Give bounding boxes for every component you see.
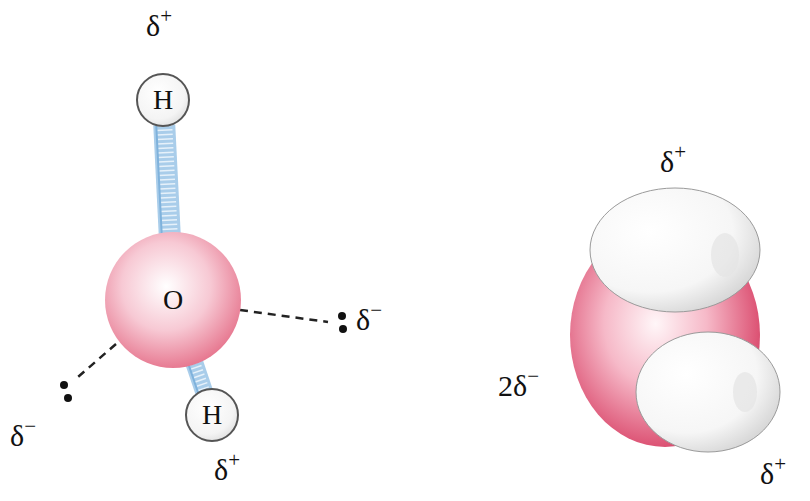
lone-pair: [240, 310, 347, 333]
partial-charge-label: δ+: [214, 448, 240, 488]
partial-charge-label: 2δ−: [498, 364, 539, 404]
partial-charge-label: δ+: [760, 452, 786, 492]
bond-rod: [189, 363, 204, 394]
partial-charge-label: δ−: [356, 298, 382, 338]
oxygen-atom: O: [105, 232, 241, 368]
bond-rod: [156, 125, 169, 235]
atom-symbol: H: [202, 401, 222, 429]
partial-charge-label: δ+: [660, 140, 686, 180]
hydrogen-atom: H: [185, 388, 239, 442]
partial-charge-label: δ−: [10, 414, 36, 454]
atom-symbol: O: [163, 286, 183, 314]
partial-charge-label: δ+: [146, 4, 172, 44]
lone-pair: [60, 344, 116, 402]
space-filling-model: [570, 188, 780, 452]
atom-symbol: H: [153, 86, 173, 114]
hydrogen-atom: H: [136, 73, 190, 127]
